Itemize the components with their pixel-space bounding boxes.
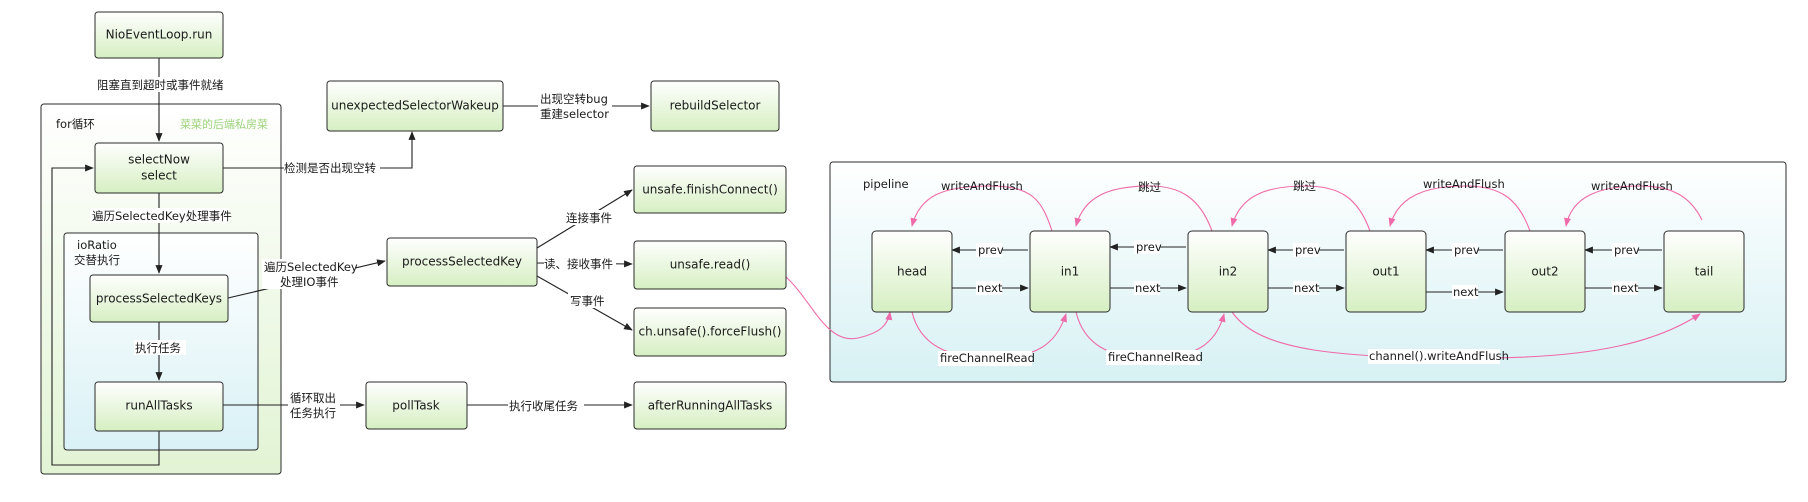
- edge-label-prev: prev: [1614, 243, 1640, 257]
- node-label: unexpectedSelectorWakeup: [331, 99, 499, 113]
- edge-label-next: next: [1453, 285, 1479, 299]
- node-process-selected-keys[interactable]: processSelectedKeys: [89, 274, 229, 323]
- edge-label-write-and-flush: writeAndFlush: [1423, 177, 1505, 191]
- node-label: in1: [1061, 265, 1080, 279]
- node-label: processSelectedKey: [402, 255, 522, 269]
- edge-label-traverse-keys: 遍历SelectedKey处理事件: [92, 209, 232, 223]
- node-handler-head[interactable]: head: [871, 230, 953, 313]
- node-nio-event-loop-run[interactable]: NioEventLoop.run: [94, 11, 224, 59]
- edge-label-next: next: [977, 281, 1003, 295]
- node-after-running-all-tasks[interactable]: afterRunningAllTasks: [633, 381, 787, 430]
- node-label: afterRunningAllTasks: [648, 399, 773, 413]
- node-handler-in2[interactable]: in2: [1187, 230, 1269, 313]
- io-ratio-sublabel: 交替执行: [74, 253, 120, 267]
- node-handler-out1[interactable]: out1: [1345, 230, 1427, 313]
- edge-label-prev: prev: [1454, 243, 1480, 257]
- edge-label-next: next: [1613, 281, 1639, 295]
- node-label: rebuildSelector: [670, 99, 761, 113]
- edge-label-check-empty-spin: 检测是否出现空转: [284, 161, 376, 175]
- edge-label-read-accept-event: 读、接收事件: [544, 257, 613, 271]
- edge-label-prev: prev: [1295, 243, 1321, 257]
- node-label: unsafe.finishConnect(): [642, 183, 778, 197]
- node-unsafe-read[interactable]: unsafe.read(): [633, 240, 787, 290]
- edge-label-block-until: 阻塞直到超时或事件就绪: [97, 78, 224, 92]
- node-handler-tail[interactable]: tail: [1663, 230, 1745, 313]
- watermark-text: 菜菜的后端私房菜: [180, 117, 268, 131]
- edge-label-fire-channel-read: fireChannelRead: [940, 351, 1035, 365]
- edge-label-channel-write-and-flush: channel().writeAndFlush: [1369, 349, 1509, 363]
- node-label: ch.unsafe().forceFlush(): [639, 325, 782, 339]
- node-handler-in1[interactable]: in1: [1029, 230, 1111, 313]
- io-ratio-label: ioRatio: [77, 238, 117, 252]
- edge-label-prev: prev: [978, 243, 1004, 257]
- node-handler-out2[interactable]: out2: [1504, 230, 1586, 313]
- edge-label-task-exec: 任务执行: [290, 406, 336, 420]
- edge-label-skip: 跳过: [1138, 180, 1161, 194]
- node-label: NioEventLoop.run: [106, 28, 213, 42]
- edge-label-empty-spin-bug: 出现空转bug: [540, 92, 608, 106]
- node-label: selectNow: [128, 153, 190, 167]
- node-label: out2: [1531, 265, 1558, 279]
- node-rebuild-selector[interactable]: rebuildSelector: [650, 80, 780, 132]
- edge-label-skip: 跳过: [1293, 179, 1316, 193]
- edge-label-write-and-flush: writeAndFlush: [1591, 179, 1673, 193]
- edge-label-process-io: 处理IO事件: [280, 275, 338, 289]
- for-loop-label: for循环: [56, 117, 95, 131]
- node-label: out1: [1372, 265, 1399, 279]
- node-process-selected-key[interactable]: processSelectedKey: [386, 237, 538, 287]
- edge-label-exec-tail-task: 执行收尾任务: [509, 399, 578, 413]
- edge-label-fire-channel-read: fireChannelRead: [1108, 350, 1203, 364]
- node-unexpected-selector-wakeup[interactable]: unexpectedSelectorWakeup: [326, 80, 504, 132]
- edge-labels: 阻塞直到超时或事件就绪 检测是否出现空转 出现空转bug 重建selector …: [90, 77, 1673, 420]
- node-ch-force-flush[interactable]: ch.unsafe().forceFlush(): [633, 307, 787, 357]
- pipeline-container: pipeline: [829, 161, 1787, 383]
- node-label: processSelectedKeys: [96, 292, 222, 306]
- edge-label-exec-task: 执行任务: [135, 341, 181, 355]
- node-label: unsafe.read(): [670, 258, 751, 272]
- edge-label-loop-fetch: 循环取出: [290, 391, 336, 405]
- edge-label-write-and-flush: writeAndFlush: [941, 179, 1023, 193]
- edge-label-next: next: [1135, 281, 1161, 295]
- node-label: runAllTasks: [125, 399, 192, 413]
- edge-label-traverse-io: 遍历SelectedKey: [264, 260, 358, 274]
- node-label: tail: [1695, 265, 1714, 279]
- node-label: in2: [1219, 265, 1238, 279]
- edge-label-next: next: [1294, 281, 1320, 295]
- node-select-now[interactable]: selectNow select: [94, 142, 224, 194]
- edge-label-write-event: 写事件: [570, 294, 605, 308]
- edge-label-rebuild-selector: 重建selector: [540, 107, 609, 121]
- node-unsafe-finish-connect[interactable]: unsafe.finishConnect(): [633, 165, 787, 214]
- node-poll-task[interactable]: pollTask: [365, 381, 468, 430]
- edge-label-prev: prev: [1136, 240, 1162, 254]
- pipeline-label: pipeline: [863, 177, 909, 191]
- edge-label-connect-event: 连接事件: [566, 211, 612, 225]
- node-label: head: [897, 265, 927, 279]
- node-run-all-tasks[interactable]: runAllTasks: [94, 381, 224, 432]
- node-label: pollTask: [392, 399, 440, 413]
- node-label: select: [141, 169, 177, 183]
